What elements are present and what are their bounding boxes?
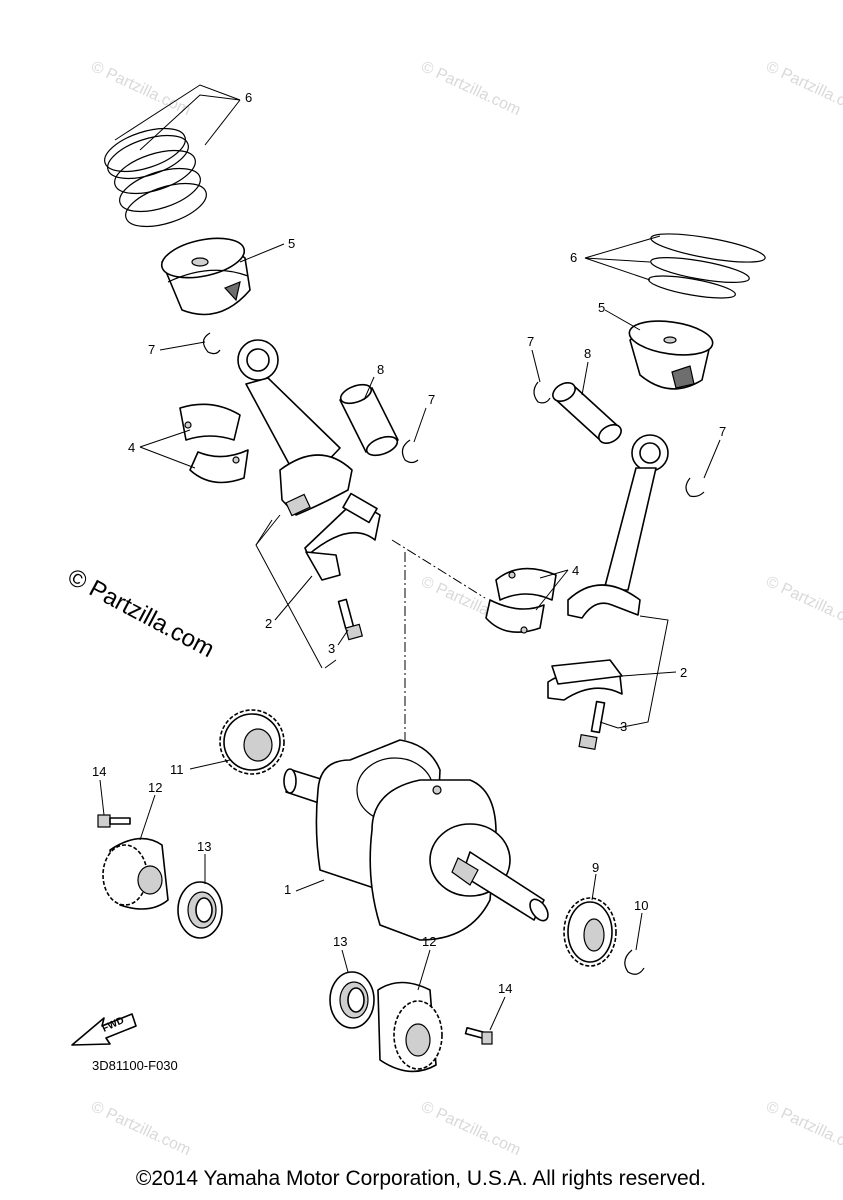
watermark: © Partzilla.com	[88, 58, 193, 119]
bearing-13-left	[177, 881, 223, 939]
drive-gear-9	[563, 897, 617, 967]
piston-ring-set-right	[648, 233, 766, 299]
callout-8: 8	[584, 346, 591, 361]
watermark: © Partzilla.com	[88, 1098, 193, 1159]
callout-10: 10	[634, 898, 648, 913]
callout-7: 7	[719, 424, 726, 439]
callout-1: 1	[284, 882, 291, 897]
watermark: © Partzilla.com	[418, 1098, 523, 1159]
connecting-rod-left	[237, 339, 353, 517]
fwd-arrow-icon: FWD	[71, 1013, 137, 1046]
center-line	[391, 539, 486, 740]
balancer-gear-11	[219, 709, 285, 775]
callout-2: 2	[680, 665, 687, 680]
diagram-code: 3D81100-F030	[92, 1058, 178, 1073]
balancer-weight-12-bottom	[377, 981, 443, 1073]
connecting-rod-right	[567, 434, 669, 619]
rod-bolt-left	[337, 598, 364, 641]
callout-12: 12	[148, 780, 162, 795]
callout-4: 4	[572, 563, 579, 578]
callout-8: 8	[377, 362, 384, 377]
watermark: © Partzilla.com	[763, 58, 843, 119]
bearing-shells-left	[179, 403, 249, 484]
callout-2: 2	[265, 616, 272, 631]
bearing-13-bottom	[329, 971, 375, 1029]
watermark: © Partzilla.com	[763, 573, 843, 634]
piston-pin-left	[339, 383, 399, 457]
rod-bolt-right	[578, 700, 606, 750]
piston-clip-right-2	[685, 477, 705, 498]
balancer-weight-12-left	[102, 837, 169, 910]
callout-5: 5	[288, 236, 295, 251]
rod-cap-right	[547, 659, 623, 701]
callout-9: 9	[592, 860, 599, 875]
watermark-layer: © Partzilla.com © Partzilla.com © Partzi…	[88, 58, 843, 1159]
callout-7: 7	[428, 392, 435, 407]
callout-12: 12	[422, 934, 436, 949]
copyright-notice: ©2014 Yamaha Motor Corporation, U.S.A. A…	[136, 1167, 706, 1190]
partzilla-mark: © Partzilla.com	[63, 563, 218, 663]
bolt-14-left	[97, 814, 131, 828]
callout-7: 7	[148, 342, 155, 357]
watermark: © Partzilla.com	[763, 1098, 843, 1159]
piston-clip-left	[202, 332, 221, 355]
callout-13: 13	[333, 934, 347, 949]
piston-left	[160, 237, 251, 316]
bearing-shells-right	[485, 567, 557, 634]
callout-labels: 1 2 2 3 3 4 4 5 5 6 6 7 7 7 7 8 8 9 10 1…	[92, 90, 726, 996]
circlip-10	[624, 949, 645, 975]
watermark: © Partzilla.com	[418, 58, 523, 119]
crankshaft	[283, 739, 549, 941]
callout-14: 14	[498, 981, 512, 996]
callout-4: 4	[128, 440, 135, 455]
piston-clip-right	[533, 381, 551, 404]
callout-6: 6	[245, 90, 252, 105]
piston-ring-set-left	[104, 127, 207, 228]
rod-cap-left	[304, 492, 381, 581]
piston-pin-right	[552, 382, 622, 444]
leader-lines	[99, 84, 721, 1031]
callout-7: 7	[527, 334, 534, 349]
bolt-14-bottom	[464, 1026, 493, 1045]
callout-6: 6	[570, 250, 577, 265]
callout-3: 3	[620, 719, 627, 734]
callout-13: 13	[197, 839, 211, 854]
piston-clip-left-2	[401, 439, 419, 464]
callout-5: 5	[598, 300, 605, 315]
piston-right	[628, 320, 714, 390]
callout-14: 14	[92, 764, 106, 779]
callout-11: 11	[170, 762, 184, 777]
callout-3: 3	[328, 641, 335, 656]
